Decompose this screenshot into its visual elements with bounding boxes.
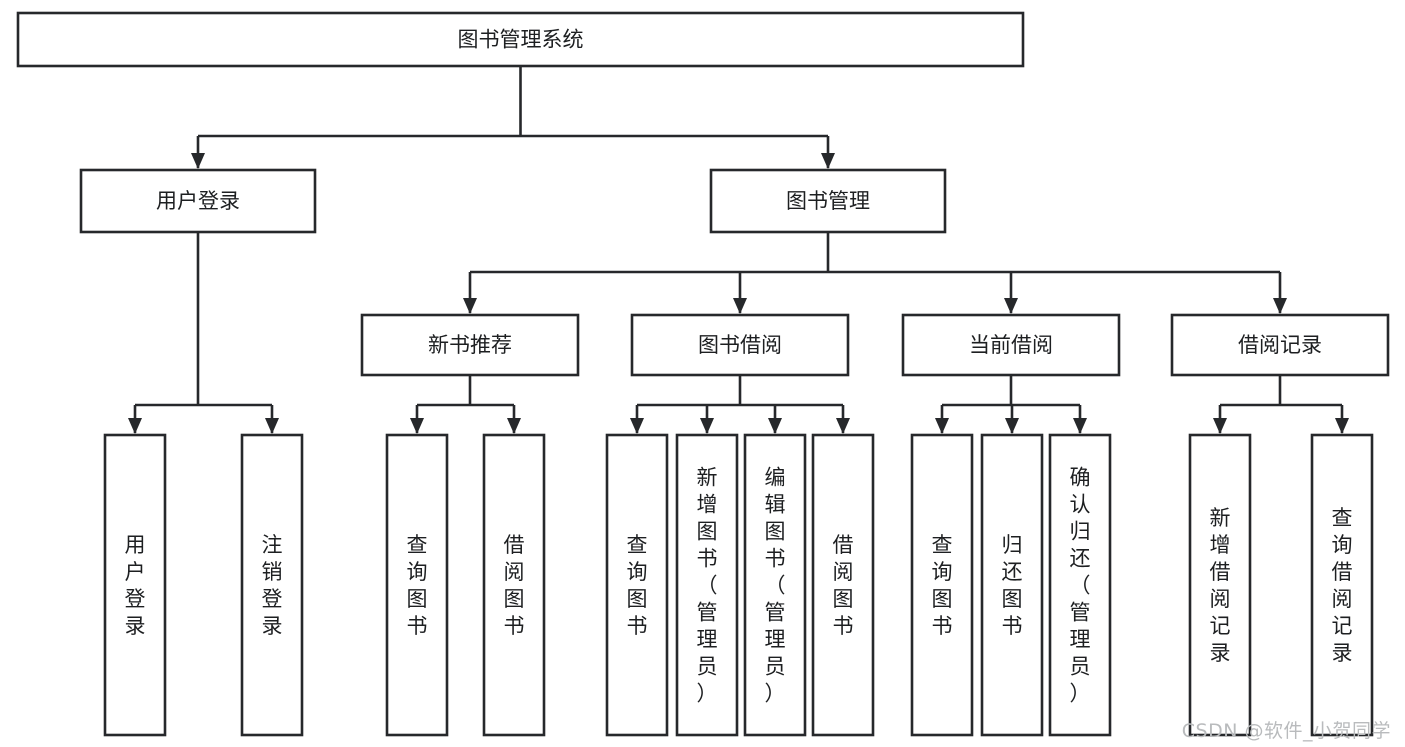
node-label: 借阅图书	[833, 533, 854, 638]
arrow-head-icon	[128, 418, 142, 434]
arrow-head-icon	[1335, 418, 1349, 434]
node-borrow-record[interactable]: 借阅记录	[1170, 313, 1390, 377]
arrow-head-icon	[1073, 418, 1087, 434]
node-query-book-1[interactable]: 查询图书	[385, 433, 449, 737]
node-label: 图书借阅	[698, 333, 782, 357]
node-box[interactable]	[16, 11, 1025, 68]
node-box[interactable]	[901, 313, 1121, 377]
arrow-head-icon	[1005, 418, 1019, 434]
arrow-head-icon	[630, 418, 644, 434]
node-query-book-2[interactable]: 查询图书	[605, 433, 669, 737]
node-label: 图书管理	[786, 189, 870, 213]
node-label: 归还图书	[1002, 533, 1023, 638]
node-box[interactable]	[482, 433, 546, 737]
node-label: 新增图书（管理员）	[697, 466, 718, 706]
node-add-book[interactable]: 新增图书（管理员）	[675, 433, 739, 737]
node-box[interactable]	[605, 433, 669, 737]
node-box[interactable]	[1188, 433, 1252, 737]
node-book-manage[interactable]: 图书管理	[709, 168, 947, 234]
node-label: 查询图书	[407, 533, 428, 638]
node-box[interactable]	[743, 433, 807, 737]
node-box[interactable]	[630, 313, 850, 377]
node-confirm-return[interactable]: 确认归还（管理员）	[1048, 433, 1112, 737]
node-label: 借阅记录	[1238, 333, 1322, 357]
node-box[interactable]	[980, 433, 1044, 737]
node-user-logout[interactable]: 注销登录	[240, 433, 304, 737]
node-box[interactable]	[360, 313, 580, 377]
node-add-borrow-record[interactable]: 新增借阅记录	[1188, 433, 1252, 737]
node-box[interactable]	[910, 433, 974, 737]
node-label: 新增借阅记录	[1210, 506, 1231, 665]
arrow-head-icon	[265, 418, 279, 434]
watermark-label: CSDN @软件_小贺同学	[1181, 720, 1391, 742]
node-root[interactable]: 图书管理系统	[16, 11, 1025, 68]
node-box[interactable]	[385, 433, 449, 737]
node-label: 注销登录	[262, 533, 283, 638]
arrow-head-icon	[821, 153, 835, 169]
arrow-head-icon	[463, 298, 477, 314]
arrow-head-icon	[733, 298, 747, 314]
connector-layer	[128, 66, 1349, 434]
node-return-book[interactable]: 归还图书	[980, 433, 1044, 737]
arrow-head-icon	[191, 153, 205, 169]
node-new-book-recommend[interactable]: 新书推荐	[360, 313, 580, 377]
arrow-head-icon	[1273, 298, 1287, 314]
node-label: 新书推荐	[428, 333, 512, 357]
node-box[interactable]	[1170, 313, 1390, 377]
node-box[interactable]	[240, 433, 304, 737]
node-label: 用户登录	[156, 189, 240, 213]
node-current-borrow[interactable]: 当前借阅	[901, 313, 1121, 377]
node-user-login-do[interactable]: 用户登录	[103, 433, 167, 737]
node-borrow-book-2[interactable]: 借阅图书	[811, 433, 875, 737]
arrow-head-icon	[768, 418, 782, 434]
node-label: 借阅图书	[504, 533, 525, 638]
node-label: 查询图书	[627, 533, 648, 638]
node-label: 当前借阅	[969, 333, 1053, 357]
arrow-head-icon	[507, 418, 521, 434]
arrow-head-icon	[1213, 418, 1227, 434]
arrow-head-icon	[410, 418, 424, 434]
node-label: 查询图书	[932, 533, 953, 638]
node-query-borrow-record[interactable]: 查询借阅记录	[1310, 433, 1374, 737]
node-query-book-3[interactable]: 查询图书	[910, 433, 974, 737]
node-user-login[interactable]: 用户登录	[79, 168, 317, 234]
node-label: 编辑图书（管理员）	[765, 466, 786, 706]
node-label: 用户登录	[125, 533, 146, 638]
node-box[interactable]	[811, 433, 875, 737]
node-label: 图书管理系统	[458, 28, 584, 52]
node-box[interactable]	[675, 433, 739, 737]
node-box[interactable]	[79, 168, 317, 234]
node-layer: 图书管理系统用户登录用户登录注销登录图书管理新书推荐查询图书借阅图书图书借阅查询…	[16, 11, 1390, 737]
node-book-borrow[interactable]: 图书借阅	[630, 313, 850, 377]
node-box[interactable]	[1310, 433, 1374, 737]
arrow-head-icon	[700, 418, 714, 434]
node-box[interactable]	[1048, 433, 1112, 737]
node-box[interactable]	[103, 433, 167, 737]
arrow-head-icon	[935, 418, 949, 434]
node-label: 确认归还（管理员）	[1070, 466, 1091, 706]
node-edit-book[interactable]: 编辑图书（管理员）	[743, 433, 807, 737]
arrow-head-icon	[1004, 298, 1018, 314]
node-borrow-book-1[interactable]: 借阅图书	[482, 433, 546, 737]
node-label: 查询借阅记录	[1332, 506, 1353, 665]
node-box[interactable]	[709, 168, 947, 234]
arrow-head-icon	[836, 418, 850, 434]
